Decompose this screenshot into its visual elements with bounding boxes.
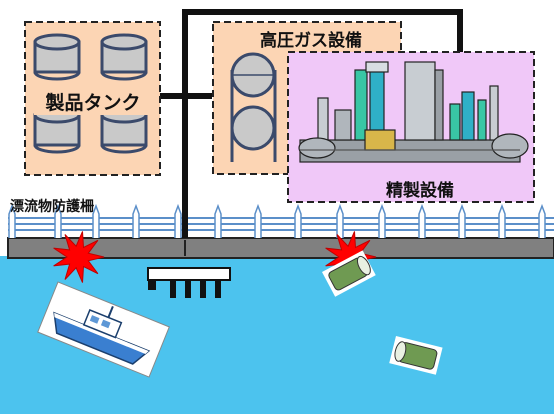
pier-icon (147, 267, 231, 298)
refinery-plant-icon (298, 61, 529, 163)
boat-icon (37, 281, 170, 378)
high-pressure-gas-label: 高圧ガス設備 (260, 31, 362, 51)
spherical-tank-icon (230, 52, 277, 162)
fence-label: 漂流物防護柵 (10, 199, 94, 215)
drum-icon (322, 250, 443, 375)
quay-wall (7, 237, 554, 259)
pipeline (160, 9, 463, 238)
product-tank-label: 製品タンク (34, 88, 152, 115)
fence-icon (8, 203, 554, 238)
refinery-label: 精製設備 (386, 181, 454, 201)
explosion-icon (53, 231, 105, 283)
